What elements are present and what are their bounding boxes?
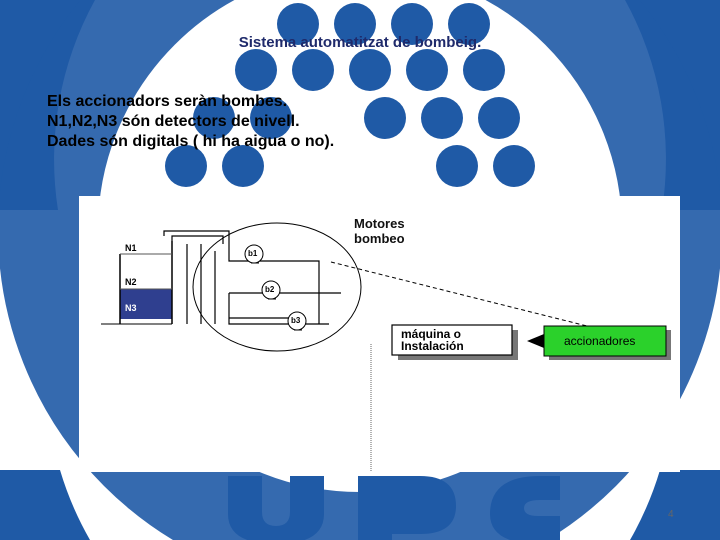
pump-b1 — [244, 244, 264, 264]
level-label-n2: N2 — [125, 277, 137, 287]
arrow-left-icon — [527, 334, 544, 348]
water-tank — [101, 241, 173, 325]
body-line-level-detectors: N1,N2,N3 són detectors de nivell. — [47, 113, 300, 130]
machine-label: máquina o Instalación — [401, 327, 464, 353]
pump-label-b3: b3 — [291, 316, 301, 325]
slide-title: Sistema automatitzat de bombeig. — [238, 34, 482, 51]
body-line-digital-data: Dades són digitals ( hi ha aigua o no). — [47, 133, 335, 150]
machine-box — [391, 324, 513, 356]
level-label-n3: N3 — [125, 303, 137, 313]
pump-label-b1: b1 — [248, 249, 258, 258]
pump-b2 — [261, 280, 281, 300]
motors-label: Motores bombeo — [354, 216, 405, 246]
diagram-drawing — [101, 222, 671, 472]
level-label-n1: N1 — [125, 243, 137, 253]
page-number: 4 — [668, 509, 674, 520]
actuators-box — [543, 325, 667, 357]
slide-body: Els accionadors seràn bombes. N1,N2,N3 s… — [47, 92, 334, 152]
pumping-system-diagram: Motores bombeo N1 N2 N3 b1 b2 b3 máquina… — [79, 196, 680, 472]
pump-b3 — [287, 311, 307, 331]
actuators-label: accionadores — [564, 334, 636, 348]
body-line-actuators: Els accionadors seràn bombes. — [47, 93, 288, 110]
pump-label-b2: b2 — [265, 285, 275, 294]
tank-water-fill — [120, 289, 172, 319]
pumps-highlight-ellipse — [192, 222, 362, 352]
dashed-leader-line — [330, 261, 620, 335]
